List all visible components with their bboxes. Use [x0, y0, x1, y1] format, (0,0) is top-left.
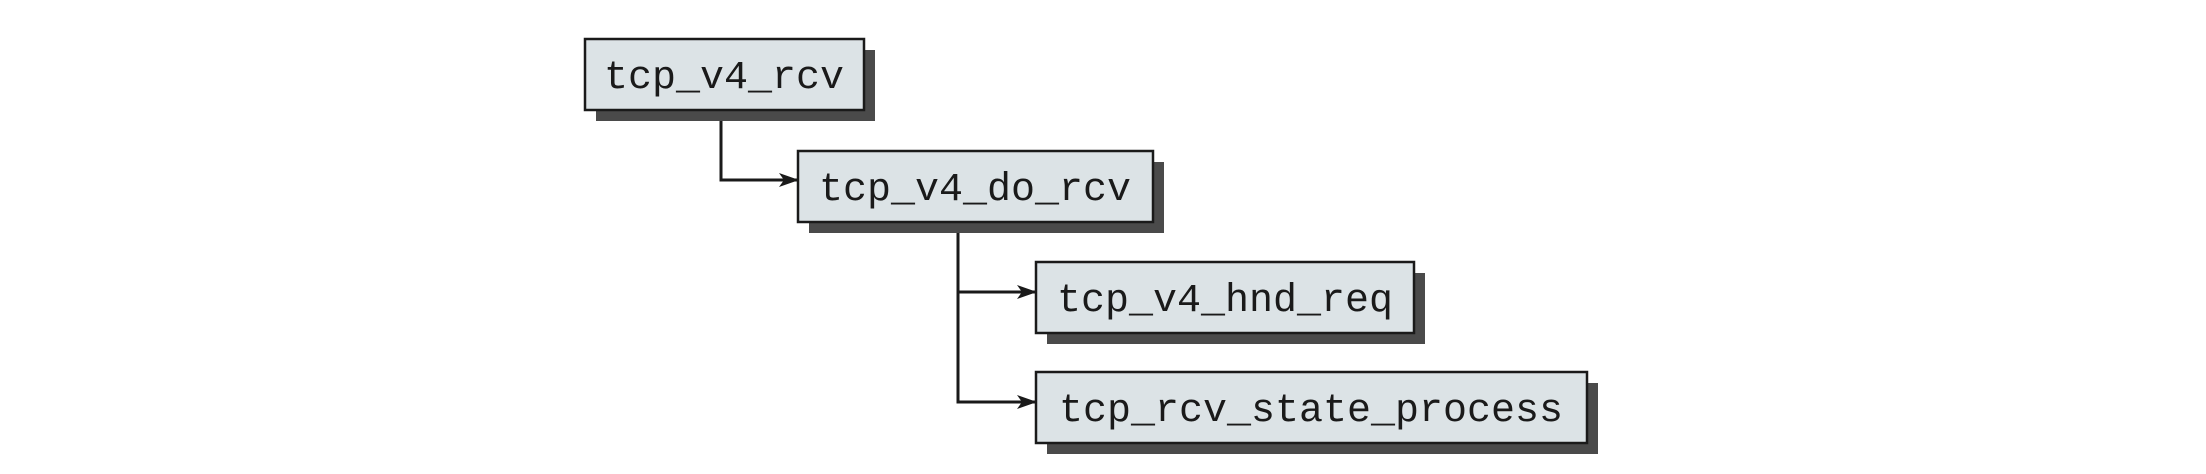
- node-tcp-rcv-state-process: tcp_rcv_state_process: [1034, 370, 1598, 454]
- node-label: tcp_v4_hnd_req: [1057, 279, 1393, 324]
- connector-tcp-v4-do-rcv-to-tcp-rcv-state-process: [956, 292, 1037, 409]
- node-box: [796, 149, 1155, 224]
- node-box: [1034, 260, 1416, 335]
- node-label: tcp_v4_do_rcv: [819, 168, 1131, 213]
- node-box: [1034, 370, 1589, 445]
- node-tcp-v4-hnd-req: tcp_v4_hnd_req: [1034, 260, 1425, 344]
- node-box: [583, 37, 866, 112]
- node-tcp-v4-rcv: tcp_v4_rcv: [583, 37, 875, 121]
- node-label: tcp_v4_rcv: [604, 56, 844, 101]
- node-tcp-v4-do-rcv: tcp_v4_do_rcv: [796, 149, 1164, 233]
- connector-tcp-v4-rcv-to-tcp-v4-do-rcv: [719, 110, 799, 187]
- connectors: [719, 110, 1037, 409]
- node-label: tcp_rcv_state_process: [1059, 389, 1563, 434]
